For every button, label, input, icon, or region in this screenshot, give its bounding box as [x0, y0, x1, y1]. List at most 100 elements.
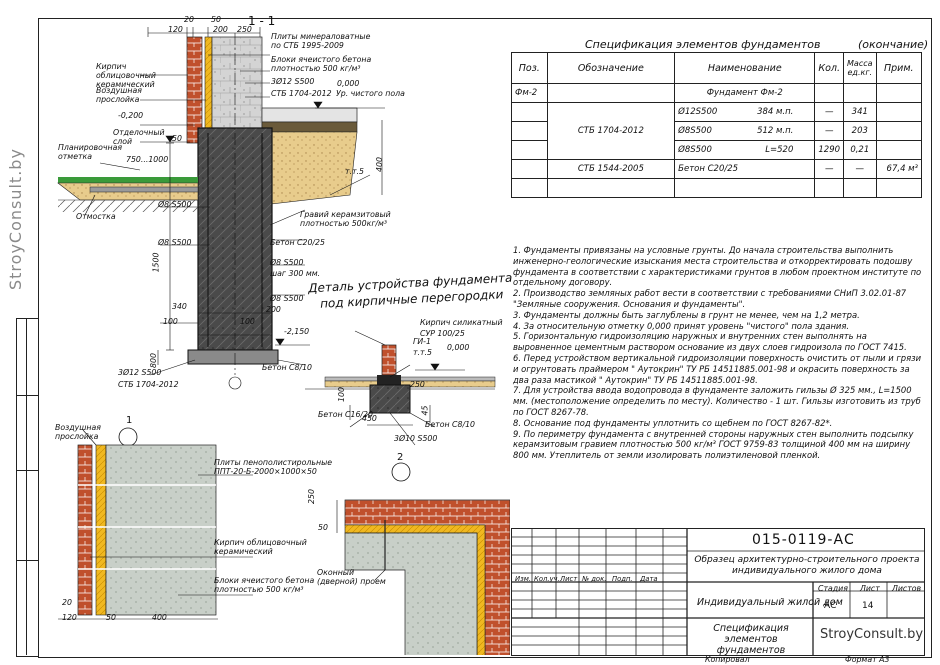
spec-cell: Фм-2: [511, 83, 548, 103]
general-notes: 1. Фундаменты привязаны на условные грун…: [513, 245, 923, 461]
node1-brick: Кирпич облицовочный керамический: [214, 538, 307, 556]
label-blocks: Блоки ячеистого бетона плотностью 500 кг…: [271, 55, 372, 73]
dim-50: 50: [211, 15, 221, 24]
note-item: 5. Горизонтальную гидроизоляцию наружных…: [513, 331, 907, 353]
label-blind: Отмостка: [76, 212, 116, 221]
col-qty: Кол.уч.: [534, 575, 560, 583]
table-row: СТБ 1544-2005 Бетон С20/25 — — 67,4 м³: [511, 159, 923, 179]
table-row: [511, 178, 923, 198]
spec-cell: [875, 102, 923, 122]
margin-stamp: [16, 318, 39, 657]
brand-name: StroyConsult.by: [820, 627, 924, 642]
spec-header: Масса ед.кг.: [843, 52, 877, 84]
label-air-gap: Воздушная прослойка: [96, 86, 142, 104]
level-2150: -2,150: [284, 327, 310, 336]
spec-cell: 1290: [814, 140, 845, 160]
dim-200: 200: [213, 25, 228, 34]
node1-number: 1: [126, 415, 133, 426]
margin-stamp-line: [16, 560, 38, 561]
label-finish-layer: Отделочный слой: [113, 128, 165, 146]
node2-opening: Оконный (дверной) проем: [317, 568, 386, 586]
spec-header: Обозначение: [546, 52, 676, 84]
spec-cell: Фундамент Фм-2: [674, 83, 816, 103]
note-item: 2. Производство земляных работ вести в с…: [513, 288, 907, 309]
node1-dim-120: 120: [62, 613, 77, 622]
label-finish-floor: Ур. чистого пола: [336, 89, 405, 98]
note-item: 3. Фундаменты должны быть заглублены в г…: [513, 309, 860, 320]
spec-header-row: Поз. Обозначение Наименование Кол. Масса…: [511, 52, 923, 84]
col-doc: № док.: [582, 575, 607, 583]
dim-800: 800: [148, 353, 158, 368]
spec-cell: [546, 178, 676, 198]
note-item: 7. Для устройства ввода водопровода в фу…: [513, 385, 921, 417]
node1-air-gap: Воздушная прослойка: [55, 423, 101, 441]
partition-sur: СУР 100/25: [420, 329, 465, 338]
spec-cell: [875, 83, 923, 103]
label-mineral: Плиты минераловатные по СТБ 1995-2009: [271, 32, 371, 50]
section-1-1-drawing: [57, 27, 510, 655]
object-name: Индивидуальный жилой дом: [697, 597, 843, 608]
copied-label: Копировал: [705, 655, 750, 664]
dim-100: 100: [163, 317, 178, 326]
drawing-name: Спецификация элементов фундаментов: [713, 623, 789, 656]
node1-dim-50: 50: [106, 613, 116, 622]
spec-cell: [814, 178, 845, 198]
partition-450: 450: [362, 414, 377, 423]
dim-400-right: 400: [374, 157, 384, 172]
level-0: 0,000: [337, 79, 360, 88]
label-bar8-a: Ø8 S500: [158, 200, 192, 209]
spec-cell: [843, 83, 877, 103]
node2-dim-250: 250: [306, 489, 316, 504]
sheets-header: Листов: [892, 584, 922, 593]
col-sign: Подп.: [612, 575, 633, 583]
dim-250: 250: [237, 25, 252, 34]
spec-cell: —: [814, 159, 845, 179]
partition-45: 45: [420, 405, 430, 416]
spec-cell: [875, 140, 923, 160]
label-bar8-c: Ø8 S500: [270, 258, 304, 267]
label-stb-bot: СТБ 1704-2012: [118, 380, 179, 389]
spec-cell: —: [843, 159, 877, 179]
note-item: 1. Фундаменты привязаны на условные грун…: [513, 245, 922, 288]
label-stb-top: СТБ 1704-2012: [271, 89, 332, 98]
node1-blocks: Блоки ячеистого бетона плотностью 500 кг…: [214, 576, 315, 594]
spec-cell: [843, 178, 877, 198]
table-row: Фм-2 Фундамент Фм-2: [511, 83, 923, 103]
spec-cell: [875, 121, 923, 141]
label-bar8-b: Ø8 S500: [158, 238, 192, 247]
label-concrete: Бетон С20/25: [270, 238, 325, 247]
node2-dim-50: 50: [318, 523, 328, 532]
spec-cell: [814, 83, 845, 103]
partition-bars: 3Ø10 S500: [394, 434, 438, 443]
spec-title: Спецификация элементов фундаментов: [585, 38, 821, 51]
spec-cell: Бетон С20/25: [674, 159, 816, 179]
sheet-header: Лист: [860, 584, 880, 593]
spec-title-suffix: (окончание): [858, 38, 929, 51]
spec-cell: —: [814, 121, 845, 141]
spec-cell: [546, 83, 676, 103]
spec-cell: —: [814, 102, 845, 122]
spec-header: Поз.: [511, 52, 548, 84]
label-mt5: т.т.5: [345, 167, 365, 176]
spec-cell: 67,4 м³: [875, 159, 923, 179]
spec-header: Кол.: [814, 52, 845, 84]
label-gravel: Гравий керамзитовый плотностью 500кг/м³: [300, 210, 391, 228]
title-block: 015-0119-АС Образец архитектурно-строите…: [511, 528, 925, 656]
col-date: Дата: [640, 575, 658, 583]
label-plan-mark: Планировочная отметка: [58, 143, 123, 161]
label-bars-bot: 3Ø12 S500: [118, 368, 162, 377]
dim-120: 120: [168, 25, 183, 34]
spec-cell: [674, 178, 816, 198]
spec-cell: 0,21: [843, 140, 877, 160]
watermark: StroyConsult.by: [6, 148, 25, 290]
note-item: 4. За относительную отметку 0,000 принят…: [513, 320, 850, 331]
col-change: Изм.: [515, 575, 531, 583]
dim-50-b: 50: [172, 134, 182, 143]
dim-100-b: 100: [240, 317, 255, 326]
label-bar8-d: Ø8 S500: [270, 294, 304, 303]
